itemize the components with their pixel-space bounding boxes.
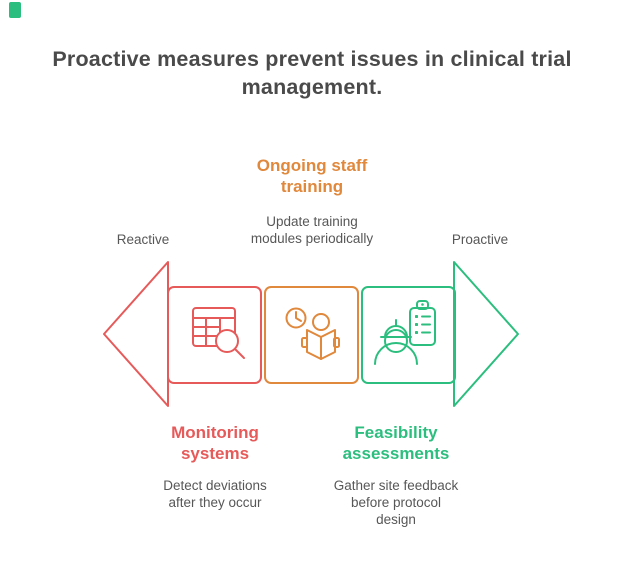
feasibility-box bbox=[361, 286, 456, 384]
worker-checklist-icon bbox=[374, 300, 436, 365]
proactive-label: Proactive bbox=[451, 232, 509, 247]
monitoring-box bbox=[167, 286, 262, 384]
training-box bbox=[264, 286, 359, 384]
training-heading: Ongoing staff training bbox=[256, 156, 368, 197]
left-arrowhead bbox=[103, 261, 169, 407]
feasibility-description: Gather site feedback before protocol des… bbox=[333, 478, 459, 528]
training-description: Update training modules periodically bbox=[250, 214, 374, 247]
table-magnifier-icon bbox=[192, 307, 245, 359]
reading-book-clock-icon bbox=[285, 307, 340, 360]
corner-mark bbox=[9, 2, 21, 18]
monitoring-heading: Monitoring systems bbox=[171, 423, 259, 464]
monitoring-description: Detect deviations after they occur bbox=[163, 478, 267, 511]
reactive-label: Reactive bbox=[116, 232, 170, 247]
page-title: Proactive measures prevent issues in cli… bbox=[52, 47, 572, 99]
right-arrowhead bbox=[453, 261, 519, 407]
feasibility-heading: Feasibility assessments bbox=[342, 423, 450, 464]
